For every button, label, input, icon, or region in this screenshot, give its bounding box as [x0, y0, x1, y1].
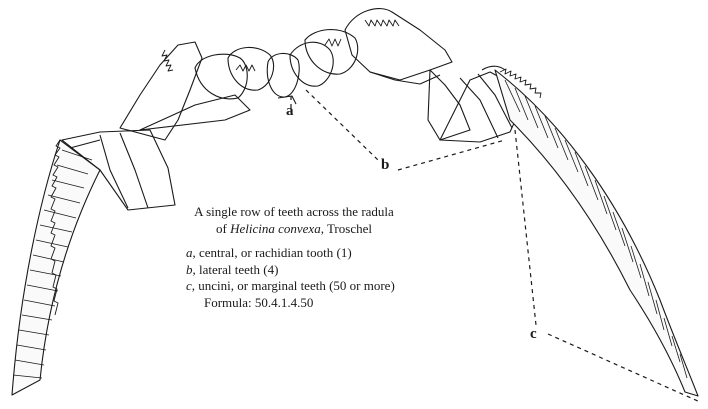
legend-item-marginal: c, uncini, or marginal teeth (50 or more… [186, 278, 544, 295]
legend-item-central: a, central, or rachidian tooth (1) [186, 245, 544, 262]
label-lateral-teeth: b [381, 157, 389, 174]
caption-subtitle-prefix: of [216, 221, 227, 236]
legend-letter: a, [186, 245, 196, 260]
central-teeth [195, 30, 358, 104]
caption-subtitle-suffix: , Troschel [321, 221, 372, 236]
legend-letter: c, [186, 278, 195, 293]
caption-title: A single row of teeth across the radula [164, 204, 424, 221]
caption-species-name: Helicina convexa [230, 221, 321, 236]
dental-formula: Formula: 50.4.1.4.50 [204, 295, 544, 312]
leader-b-left [306, 90, 378, 160]
legend-text: central, or rachidian tooth (1) [199, 245, 352, 260]
legend-item-lateral: b, lateral teeth (4) [186, 262, 544, 279]
left-uncini-band [12, 140, 100, 395]
legend-letter: b, [186, 262, 196, 277]
legend-text: uncini, or marginal teeth (50 or more) [198, 278, 395, 293]
legend-text: lateral teeth (4) [199, 262, 278, 277]
label-central-tooth: a [286, 103, 294, 120]
figure-caption: A single row of teeth across the radula … [164, 204, 544, 311]
right-lateral-plates [345, 9, 520, 142]
leader-b-right [398, 140, 505, 170]
label-marginal-teeth: c [530, 326, 537, 343]
caption-subtitle: of Helicina convexa, Troschel [164, 221, 424, 238]
